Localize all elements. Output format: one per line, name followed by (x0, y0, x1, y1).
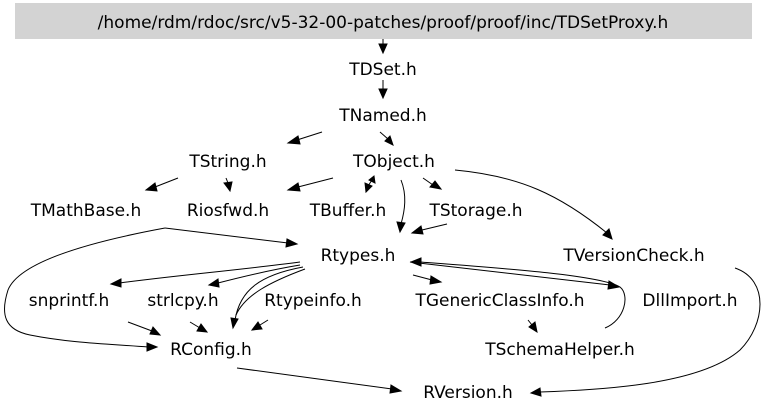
edge-rtypes-strlcpy (217, 264, 301, 284)
edge-tobject-riosfwd (297, 177, 334, 188)
edge-tobject-tversioncheck-arrowhead (602, 228, 613, 240)
edge-tobject-tstorage (422, 177, 434, 186)
edge-rtypes-dllimport (409, 261, 611, 286)
edge-tnamed-tstring (296, 131, 323, 141)
edge-rtypes-dllimport-arrowhead (607, 280, 621, 290)
node-snprintf[interactable]: snprintf.h (29, 291, 110, 311)
edge-tstring-tmathbase (154, 177, 179, 188)
node-tstorage[interactable]: TStorage.h (428, 201, 522, 221)
edge-tgenericclassinfo-tschemahelper (527, 319, 533, 326)
edge-tobject-riosfwd-arrowhead (286, 182, 301, 192)
edge-tversioncheck-rversion-arrowhead (529, 387, 542, 397)
node-tschemahelper[interactable]: TSchemaHelper.h (484, 340, 635, 360)
edge-rtypes-snprintf (119, 261, 301, 284)
edge-tstring-tmathbase-arrowhead (144, 182, 158, 192)
edge-tgenericclassinfo-tschemahelper-arrowhead (528, 321, 538, 334)
node-tstring[interactable]: TString.h (188, 152, 266, 172)
edge-rtypes-rtypeinfo (235, 268, 306, 316)
node-rversion[interactable]: RVersion.h (423, 383, 513, 403)
node-tdset[interactable]: TDSet.h (348, 60, 417, 80)
edge-dllimport-rtypes-arrowhead (409, 257, 422, 267)
node-dllimport[interactable]: DllImport.h (642, 291, 737, 311)
edges (4, 39, 761, 397)
edge-tnamed-tobject-arrowhead (384, 135, 394, 146)
nodes: /home/rdm/rdoc/src/v5-32-00-patches/proo… (29, 13, 738, 403)
edge-tstorage-rtypes (421, 223, 448, 231)
edge-tmathbase-rtypes (164, 227, 289, 244)
edge-tstring-riosfwd-arrowhead (223, 181, 233, 193)
edge-snprintf-rconfig-arrowhead (149, 326, 162, 336)
edge-tobject-rtypes-arrowhead (396, 221, 406, 234)
node-root[interactable]: /home/rdm/rdoc/src/v5-32-00-patches/proo… (98, 13, 669, 33)
edge-rtypeinfo-rconfig-arrowhead (250, 321, 263, 331)
edge-tnamed-tobject (379, 131, 389, 140)
edge-tdset-tnamed-arrowhead (378, 88, 388, 100)
edge-rconfig-rversion-arrowhead (389, 384, 403, 394)
node-tmathbase[interactable]: TMathBase.h (30, 201, 141, 221)
edge-snprintf-rconfig (127, 321, 153, 332)
node-tgenericclassinfo[interactable]: TGenericClassInfo.h (414, 291, 584, 311)
node-tnamed[interactable]: TNamed.h (338, 106, 427, 126)
edge-tmathbase-rconfig-arrowhead (146, 342, 159, 352)
node-rtypes[interactable]: Rtypes.h (321, 246, 396, 266)
edge-rtypes-snprintf-arrowhead (109, 278, 122, 288)
edge-rtypes-tgenericclassinfo (412, 274, 433, 281)
edge-rtypes-rconfig-arrowhead (230, 317, 239, 330)
node-rconfig[interactable]: RConfig.h (170, 340, 252, 360)
node-rtypeinfo[interactable]: Rtypeinfo.h (264, 291, 362, 311)
edge-tmathbase-rconfig (4, 227, 166, 348)
edge-tmathbase-rtypes-arrowhead (285, 238, 299, 248)
edge-tobject-tversioncheck (454, 169, 608, 234)
node-strlcpy[interactable]: strlcpy.h (147, 291, 218, 311)
edge-rtypes-tgenericclassinfo-arrowhead (429, 275, 443, 285)
edge-tobject-tstorage-arrowhead (429, 180, 443, 190)
edge-tobject-tbuffer-back-arrowhead (368, 175, 376, 184)
edge-tobject-rtypes (400, 179, 406, 225)
edge-tstorage-rtypes-arrowhead (410, 225, 424, 235)
node-tbuffer[interactable]: TBuffer.h (309, 201, 387, 221)
edge-tversioncheck-rversion (539, 267, 761, 393)
edge-rtypes-strlcpy-arrowhead (207, 278, 220, 288)
edge-strlcpy-rconfig (189, 321, 201, 329)
edge-tobject-tbuffer-arrowhead (364, 182, 373, 194)
node-tobject[interactable]: TObject.h (352, 152, 435, 172)
edge-rtypeinfo-rconfig (259, 319, 269, 326)
node-riosfwd[interactable]: Riosfwd.h (187, 201, 269, 221)
edge-rtypes-rconfig (234, 266, 304, 321)
edge-strlcpy-rconfig-arrowhead (196, 323, 209, 333)
node-tversioncheck[interactable]: TVersionCheck.h (562, 246, 704, 266)
edge-dllimport-rtypes (419, 261, 626, 329)
edge-tnamed-tstring-arrowhead (286, 135, 301, 145)
root-node-box (15, 3, 752, 39)
edge-root-tdset-arrowhead (378, 43, 388, 55)
edge-rconfig-rversion (236, 367, 393, 390)
